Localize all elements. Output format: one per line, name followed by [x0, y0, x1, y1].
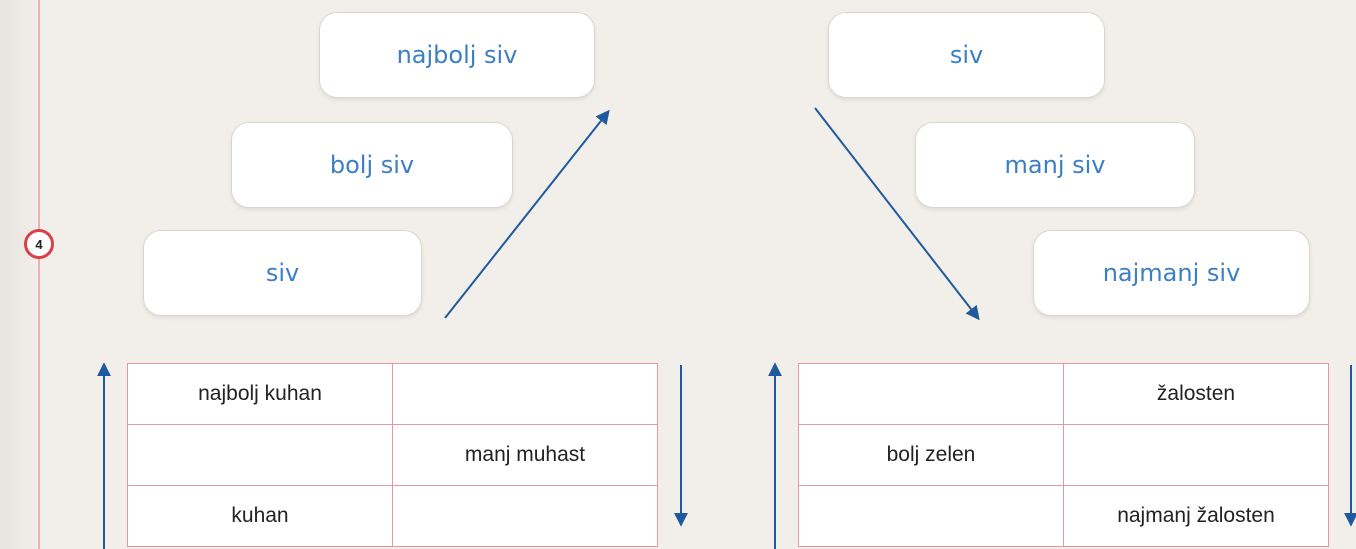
margin-line: [38, 0, 40, 549]
table-cell: [392, 485, 658, 547]
comparison-table-right: žalosten bolj zelen najmanj žalosten: [798, 363, 1329, 547]
table-cell: žalosten: [1063, 363, 1329, 425]
page-gutter: [0, 0, 36, 549]
card-siv-left: siv: [143, 230, 422, 316]
table-cell: kuhan: [127, 485, 393, 547]
card-najbolj-siv: najbolj siv: [319, 12, 595, 98]
card-najmanj-siv: najmanj siv: [1033, 230, 1310, 316]
table-cell: manj muhast: [392, 424, 658, 486]
table-cell: [1063, 424, 1329, 486]
table-row: kuhan: [127, 485, 658, 547]
table-cell: [392, 363, 658, 425]
arrow-up-right: [444, 109, 610, 319]
table-cell: najbolj kuhan: [127, 363, 393, 425]
table-cell: [127, 424, 393, 486]
arrow-down-right: [814, 107, 980, 321]
card-manj-siv: manj siv: [915, 122, 1195, 208]
table-cell: [798, 363, 1064, 425]
table-row: najbolj kuhan: [127, 363, 658, 425]
card-bolj-siv: bolj siv: [231, 122, 513, 208]
table-row: žalosten: [798, 363, 1329, 425]
table-cell: najmanj žalosten: [1063, 485, 1329, 547]
table-row: manj muhast: [127, 424, 658, 486]
table-row: najmanj žalosten: [798, 485, 1329, 547]
table-row: bolj zelen: [798, 424, 1329, 486]
card-siv-right: siv: [828, 12, 1105, 98]
comparison-table-left: najbolj kuhan manj muhast kuhan: [127, 363, 658, 547]
exercise-number-badge: 4: [24, 229, 54, 259]
table-cell: bolj zelen: [798, 424, 1064, 486]
table-cell: [798, 485, 1064, 547]
